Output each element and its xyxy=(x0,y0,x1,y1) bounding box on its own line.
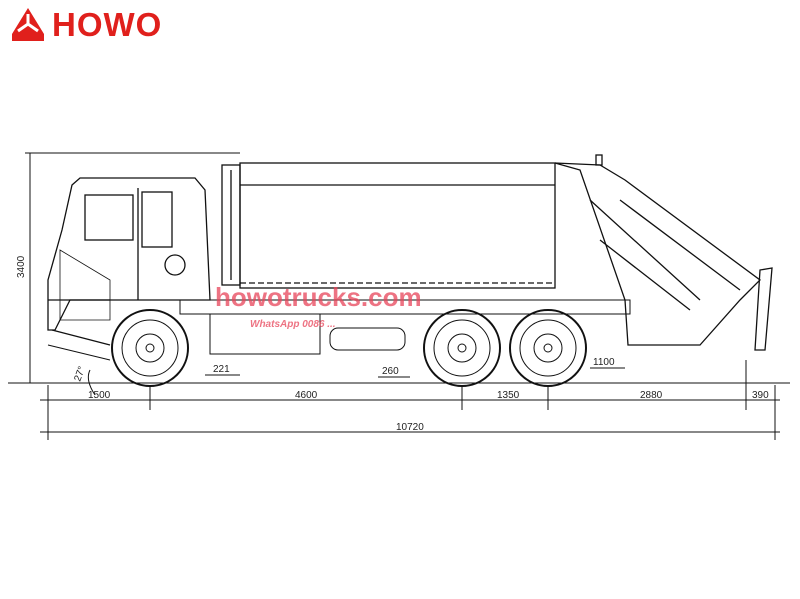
approach-angle-lines xyxy=(47,344,111,396)
dim-approach-angle: 27° xyxy=(72,365,88,383)
front-wheel xyxy=(111,309,189,387)
brand-name: HOWO xyxy=(52,6,163,43)
dim-wheelbase-1: 4600 xyxy=(295,390,318,401)
dim-260: 260 xyxy=(382,366,399,377)
dim-height: 3400 xyxy=(16,255,27,278)
dim-rear-extension: 390 xyxy=(752,390,769,401)
dim-221: 221 xyxy=(213,364,230,375)
dimension-ticks xyxy=(47,360,776,440)
dim-front-overhang: 1500 xyxy=(88,390,111,401)
cnhtc-emblem-icon xyxy=(12,8,44,41)
watermark-site: howotrucks.com xyxy=(215,282,422,312)
truck-cab xyxy=(47,177,211,346)
compactor-body xyxy=(221,162,556,289)
rear-hopper xyxy=(554,154,773,351)
spare-tire xyxy=(329,327,406,351)
dim-rear-overhang: 2880 xyxy=(640,390,663,401)
howo-logo: HOWO xyxy=(8,6,168,43)
dim-1100: 1100 xyxy=(593,357,615,368)
watermark-contact: WhatsApp 0086 ... xyxy=(250,319,336,330)
rear-wheel-1 xyxy=(423,309,501,387)
dim-wheelbase-2: 1350 xyxy=(497,390,520,401)
fuel-tank xyxy=(209,313,321,355)
chassis-frame xyxy=(179,299,631,315)
rear-wheel-2 xyxy=(509,309,587,387)
dim-overall-length: 10720 xyxy=(396,422,424,433)
